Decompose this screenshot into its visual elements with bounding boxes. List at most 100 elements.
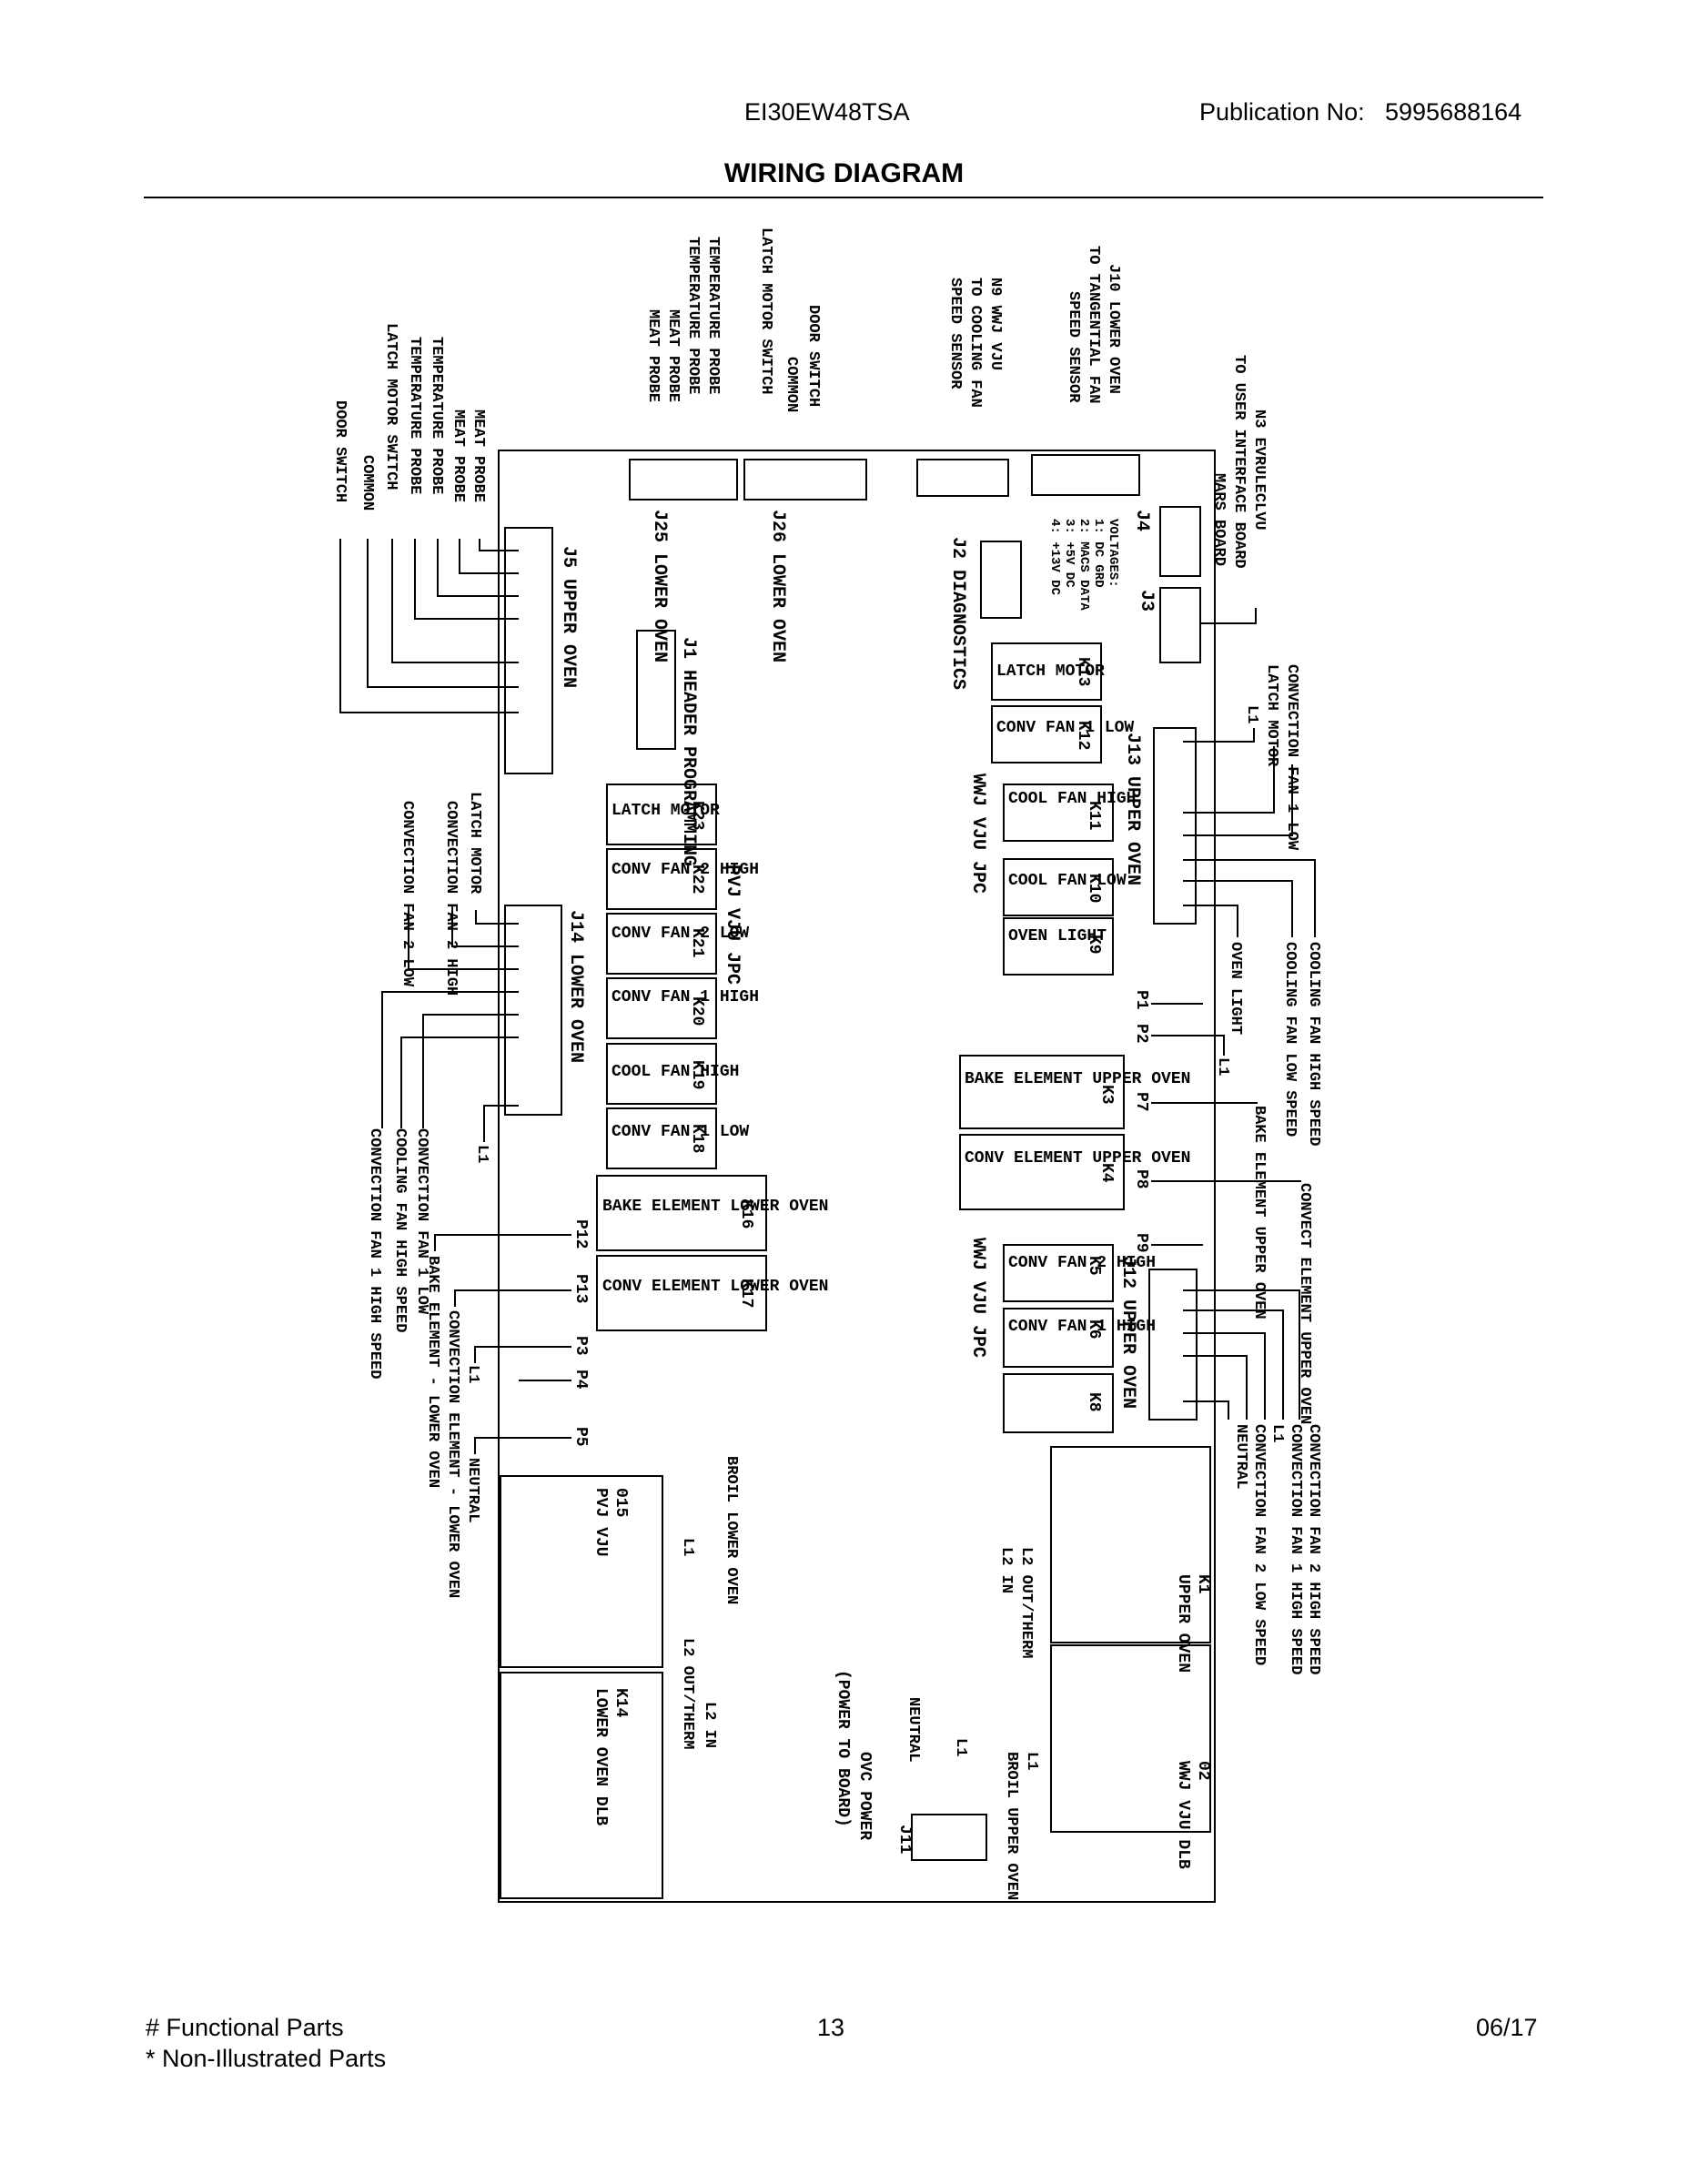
j13-wire-6 [1183, 905, 1238, 937]
power-relay-015 [500, 1475, 663, 1668]
j5-wire-1 [479, 539, 519, 551]
j5-wire-label-7: DOOR SWITCH [331, 400, 349, 502]
relay-k6 [1003, 1308, 1114, 1368]
p13-wire [454, 1289, 519, 1307]
relay-k20-name: CONV FAN 1 HIGH [612, 988, 759, 1006]
relay-k18-name: CONV FAN 1 LOW [612, 1123, 749, 1141]
j26-wire-3: DOOR SWITCH [804, 305, 822, 407]
relay-k12-name: CONV FAN 1 LOW [996, 719, 1134, 737]
j5-wire-4 [414, 539, 519, 620]
relay-k19 [606, 1043, 717, 1105]
relay-k5-name: CONV FAN 2 HIGH [1008, 1254, 1156, 1272]
left-pin-wire-4: NEUTRAL [464, 1458, 481, 1522]
j5-wire-5 [391, 539, 519, 663]
relay-k9-name: OVEN LIGHT [1008, 927, 1107, 945]
j4-voltages-3: 2: MACS DATA [1076, 519, 1091, 611]
j10-label-3: SPEED SENSOR [1065, 291, 1082, 403]
j12-wire-label-4: CONVECTION FAN 2 LOW SPEED [1250, 1424, 1268, 1665]
relay-k21 [606, 913, 717, 975]
j13-wire-2 [1183, 746, 1275, 814]
power-relay-015-name: PVJ VJU [591, 1488, 610, 1557]
p12-wire [434, 1234, 519, 1251]
j12-wire-label-1: CONVECTION FAN 2 HIGH SPEED [1305, 1424, 1322, 1674]
j5-wire-label-6: COMMON [359, 455, 376, 511]
j13-wire-label-6: OVEN LIGHT [1227, 942, 1244, 1035]
j5-wire-label-2: MEAT PROBE [450, 410, 467, 502]
relay-k16-name: BAKE ELEMENT LOWER OVEN [602, 1198, 828, 1216]
ovc-power-sub: (POWER TO BOARD) [834, 1670, 852, 1827]
power-wire-broil-upper: BROIL UPPER OVEN [1003, 1752, 1020, 1900]
j5-wire-2 [459, 539, 519, 574]
pvj-label: PVJ VJU JPC [722, 864, 743, 985]
footer-functional-parts: # Functional Parts [146, 2014, 344, 2041]
relay-k4 [959, 1134, 1125, 1210]
relay-k13-name: LATCH MOTOR [996, 662, 1105, 681]
j25-wire-3: MEAT PROBE [664, 309, 682, 402]
left-pin-wire-1: BAKE ELEMENT - LOWER OVEN [424, 1256, 441, 1488]
pin-p1-label: P1 [1132, 990, 1150, 1010]
j14-wire-label-1: LATCH MOTOR [466, 792, 483, 895]
control-board-outline [498, 450, 1216, 1903]
pin-p9-label: P9 [1132, 1233, 1150, 1253]
j4-connector [1159, 506, 1201, 577]
relay-k20 [606, 977, 717, 1039]
ovc-power-label: OVC POWER [855, 1752, 874, 1840]
pin-p13-label: P13 [571, 1274, 590, 1303]
j5-wire-3 [437, 539, 519, 597]
n9-label-3: SPEED SENSOR [946, 278, 964, 389]
j14-wire-3 [408, 910, 519, 970]
p5-wire [474, 1437, 519, 1454]
p3-wire [474, 1346, 519, 1363]
relay-k12 [991, 705, 1102, 763]
footer-date: 06/17 [1476, 2014, 1538, 2041]
j12-wire-3 [1183, 1332, 1266, 1420]
right-pin-wire-1: L1 [1214, 1057, 1231, 1076]
relay-k17-name: CONV ELEMENT LOWER OVEN [602, 1278, 828, 1296]
power-wire-broil-lower: BROIL LOWER OVEN [723, 1456, 740, 1604]
j14-wire-label-6: CONVECTION FAN 1 HIGH SPEED [366, 1128, 383, 1379]
left-pin-wire-2: CONVECTION ELEMENT - LOWER OVEN [444, 1310, 461, 1598]
publication-number: 5995688164 [1385, 98, 1522, 126]
relay-k6-id: K6 [1085, 1320, 1103, 1340]
relay-k20-id: K20 [688, 996, 706, 1026]
j4-voltages-1: VOLTAGES: [1106, 519, 1120, 588]
power-wire-l2-in-b: L2 IN [997, 1547, 1015, 1593]
relay-k17 [596, 1255, 767, 1331]
relay-k10-id: K10 [1085, 874, 1103, 903]
relay-k16 [596, 1175, 767, 1251]
footer-page-number: 13 [817, 2014, 845, 2041]
j25-wire-4: MEAT PROBE [644, 309, 662, 402]
j25-wire-1: TEMPERATURE PROBE [704, 237, 722, 394]
wwj-label-1: WWJ VJU JPC [967, 774, 988, 894]
model-number: EI30EW48TSA [744, 98, 910, 126]
left-pin-wire-3: L1 [464, 1365, 481, 1383]
j12-wire-label-5: NEUTRAL [1232, 1424, 1249, 1489]
j14-wire-label-5: COOLING FAN HIGH SPEED [391, 1128, 409, 1332]
j12-wire-label-3: L1 [1269, 1424, 1286, 1442]
power-relay-k14-id: K14 [612, 1688, 630, 1718]
relay-k23 [606, 784, 717, 845]
relay-k4-name: CONV ELEMENT UPPER OVEN [965, 1149, 1190, 1168]
j12-wire-2 [1183, 1309, 1284, 1420]
j12-wire-5 [1183, 1400, 1229, 1420]
j10-label-1: J10 LOWER OVEN [1105, 264, 1122, 394]
pin-p2-label: P2 [1132, 1024, 1150, 1044]
j10-connector [1031, 454, 1140, 496]
j3-wire [1200, 608, 1257, 624]
j14-l1-label: L1 [473, 1145, 490, 1163]
n3-label-2: TO USER INTERFACE BOARD [1230, 355, 1248, 569]
wwj-label-2: WWJ VJU JPC [967, 1238, 988, 1358]
j13-wire-label-4: COOLING FAN HIGH SPEED [1305, 942, 1322, 1146]
n3-label-3: MARS BOARD [1210, 473, 1228, 566]
j5-wire-label-5: LATCH MOTOR SWITCH [382, 323, 399, 490]
j26-wire-2: COMMON [783, 357, 800, 412]
relay-k21-name: CONV FAN 2 LOW [612, 925, 749, 943]
j4-voltages-4: 3: +5V DC [1062, 519, 1076, 588]
power-relay-k1 [1050, 1446, 1211, 1643]
j5-label: J5 UPPER OVEN [558, 546, 579, 688]
j5-wire-7 [339, 539, 519, 713]
j10-label-2: TO TANGENTIAL FAN [1085, 246, 1102, 403]
j14-wire-1 [475, 910, 519, 925]
relay-k19-id: K19 [688, 1060, 706, 1089]
